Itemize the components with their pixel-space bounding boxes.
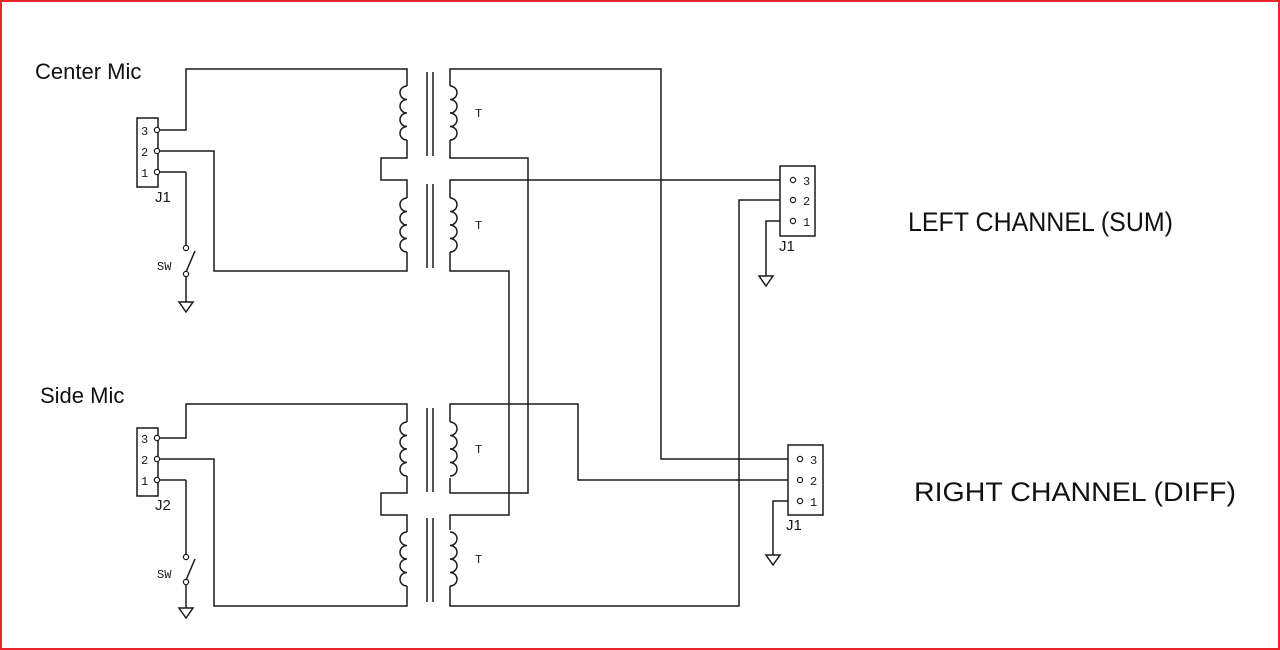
right-jack-pin-3: 3 bbox=[810, 454, 817, 468]
ground-icon bbox=[177, 301, 195, 314]
transformer-label: T bbox=[475, 219, 482, 233]
transformer-label: T bbox=[475, 443, 482, 457]
side-mic-jack: 3 2 1 J2 bbox=[136, 427, 171, 514]
left-jack-ref: J1 bbox=[779, 238, 795, 255]
ground-icon bbox=[177, 607, 195, 620]
center-jack-pin-3: 3 bbox=[141, 125, 148, 139]
side-jack-ref: J2 bbox=[155, 497, 171, 514]
secondary-coil bbox=[449, 85, 458, 141]
right-jack-pin-1: 1 bbox=[810, 496, 817, 510]
side-mic-switch: SW bbox=[157, 479, 196, 608]
side-mic-title: Side Mic bbox=[40, 383, 124, 408]
left-jack-pin-2: 2 bbox=[803, 195, 810, 209]
center-jack-pin-1: 1 bbox=[141, 167, 148, 181]
right-jack-ref: J1 bbox=[786, 517, 802, 534]
wiring bbox=[160, 68, 792, 607]
left-jack-pin-3: 3 bbox=[803, 175, 810, 189]
transformer-group: T T T T bbox=[399, 72, 482, 602]
side-jack-pin-3: 3 bbox=[141, 433, 148, 447]
center-jack-pin-2: 2 bbox=[141, 146, 148, 160]
left-jack-pin-1: 1 bbox=[803, 216, 810, 230]
side-jack-pin-2: 2 bbox=[141, 454, 148, 468]
right-jack-pin-2: 2 bbox=[810, 475, 817, 489]
transformer-label: T bbox=[475, 107, 482, 121]
right-channel-title: RIGHT CHANNEL (DIFF) bbox=[914, 477, 1236, 507]
side-switch-label: SW bbox=[157, 568, 172, 582]
transformer-t3: T bbox=[399, 408, 482, 492]
center-switch-label: SW bbox=[157, 260, 172, 274]
center-mic-title: Center Mic bbox=[35, 59, 141, 84]
center-jack-ref: J1 bbox=[155, 189, 171, 206]
transformer-t2: T bbox=[399, 184, 482, 268]
side-jack-pin-1: 1 bbox=[141, 475, 148, 489]
transformer-label: T bbox=[475, 553, 482, 567]
transformer-t1: T bbox=[399, 72, 482, 156]
secondary-coil bbox=[449, 531, 458, 587]
left-output-jack: 3 2 1 J1 bbox=[779, 165, 816, 255]
primary-coil bbox=[399, 197, 408, 253]
ground-icon bbox=[764, 554, 782, 567]
primary-coil bbox=[399, 421, 408, 477]
left-channel-title: LEFT CHANNEL (SUM) bbox=[908, 207, 1173, 237]
secondary-coil bbox=[449, 421, 458, 477]
center-mic-jack: 3 2 1 J1 bbox=[136, 117, 171, 206]
ground-icon bbox=[757, 275, 775, 288]
primary-coil bbox=[399, 531, 408, 587]
right-output-jack: 3 2 1 J1 bbox=[786, 444, 824, 534]
primary-coil bbox=[399, 85, 408, 141]
transformer-t4: T bbox=[399, 518, 482, 602]
center-mic-switch: SW bbox=[157, 171, 196, 302]
secondary-coil bbox=[449, 197, 458, 253]
